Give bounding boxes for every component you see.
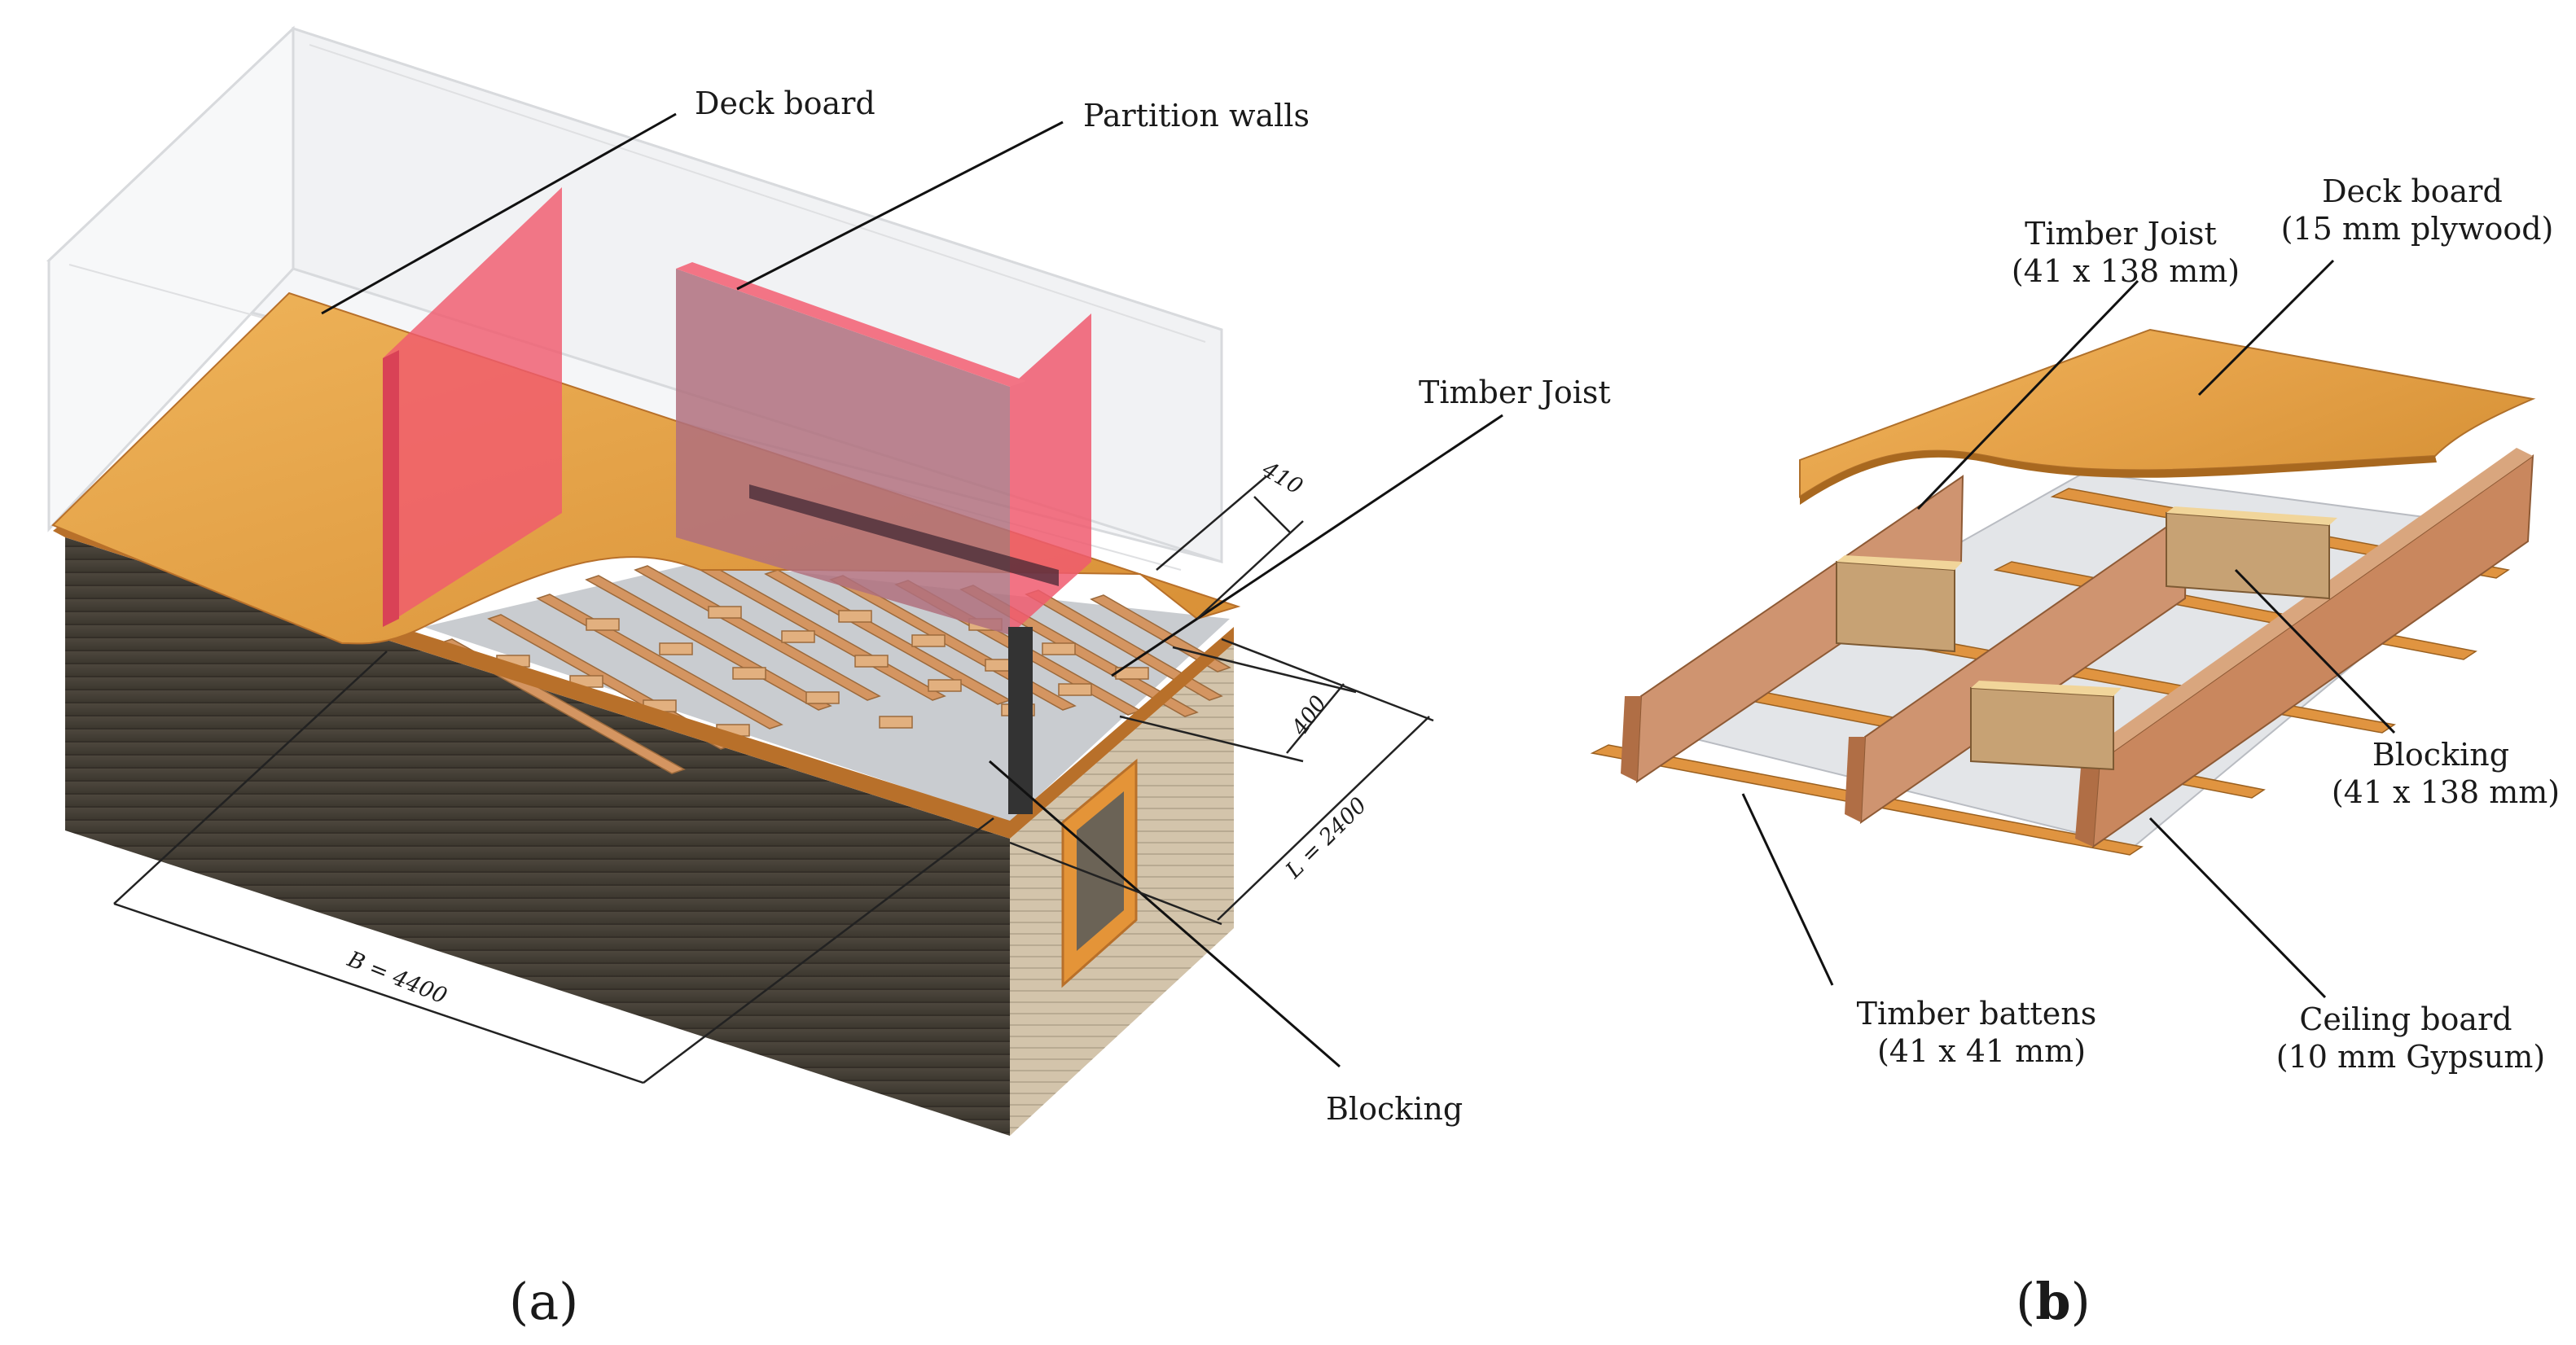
label-timber-battens: Timber battens (41 x 41 mm): [1857, 996, 2107, 1069]
label-timber-joist-b: Timber Joist (41 x 138 mm): [2012, 216, 2240, 289]
panel-a-label: (a): [509, 1272, 578, 1331]
partition-wall-2: [676, 262, 1091, 635]
label-ceiling-board: Ceiling board (10 mm Gypsum): [2276, 1001, 2545, 1075]
panel-a-leaders: [321, 112, 1503, 1068]
partition-wall-1: [383, 187, 562, 627]
label-partition-walls: Partition walls: [1083, 98, 1310, 134]
dim-spacing-side: 400: [1287, 691, 1332, 741]
panel-a-dimensions: [113, 475, 1434, 1084]
blocking-pieces-b: [1836, 506, 2337, 771]
label-deck-board-a: Deck board: [695, 85, 875, 121]
label-timber-joist-a: Timber Joist: [1419, 375, 1611, 410]
panel-b-illustration: [1590, 328, 2536, 856]
interior-post: [1008, 627, 1033, 814]
panel-a-illustration: [46, 25, 1241, 1136]
dim-spacing-top: 410: [1257, 457, 1307, 500]
label-blocking-a: Blocking: [1326, 1091, 1463, 1127]
label-blocking-b: Blocking (41 x 138 mm): [2332, 737, 2560, 810]
panel-b-leaders: [1741, 259, 2396, 999]
label-deck-board-b: Deck board (15 mm plywood): [2281, 173, 2554, 247]
panel-b-label: (b): [2016, 1272, 2091, 1331]
timber-joists: [1621, 448, 2534, 849]
dim-length: L = 2400: [1280, 793, 1371, 884]
window: [1061, 758, 1138, 988]
front-wall-cladding: [65, 537, 1010, 1136]
